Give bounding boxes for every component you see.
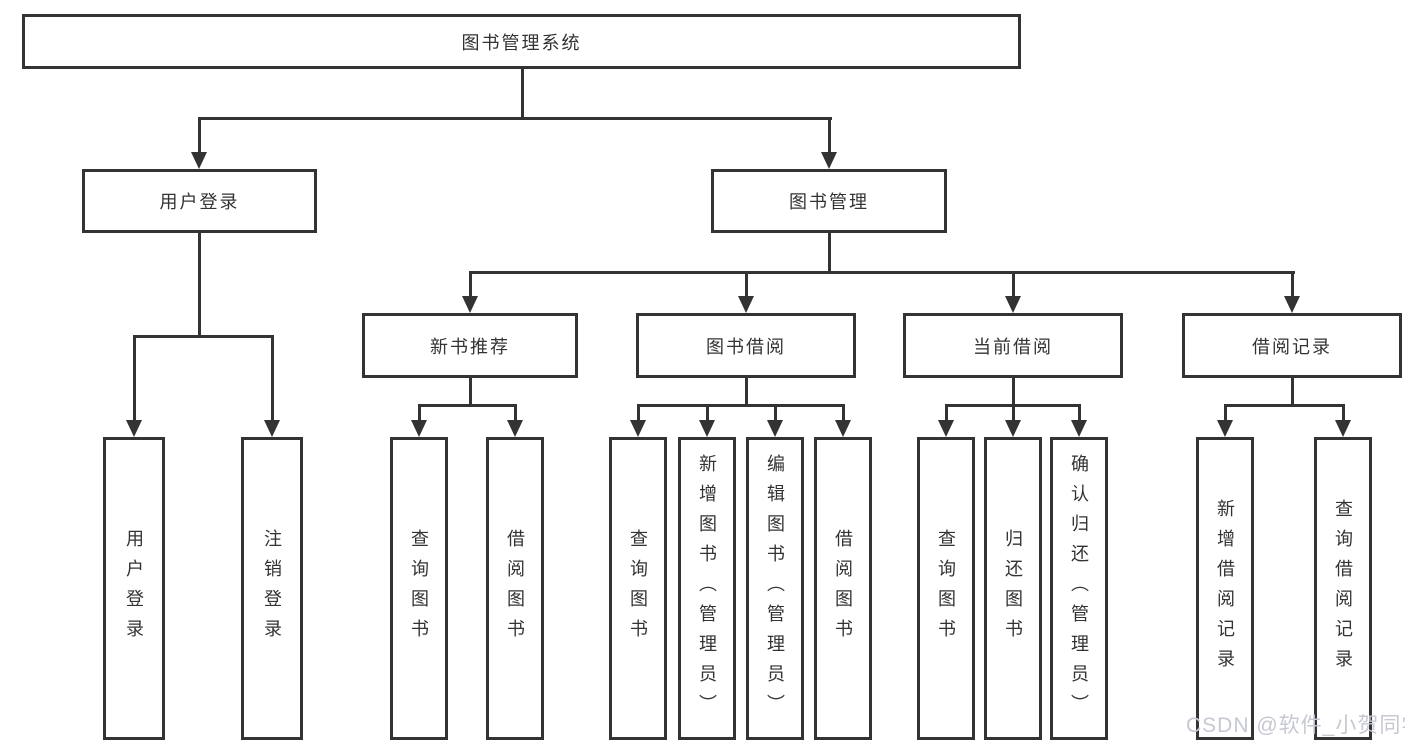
arrow-down-icon bbox=[1284, 296, 1300, 313]
connector-line bbox=[133, 335, 136, 421]
arrow-down-icon bbox=[1005, 296, 1021, 313]
node-label: 图书管理系统 bbox=[461, 32, 582, 53]
arrow-down-icon bbox=[767, 420, 783, 437]
connector-line bbox=[1342, 404, 1345, 421]
arrow-down-icon bbox=[1005, 420, 1021, 437]
node-label: 用户登录 bbox=[159, 192, 240, 212]
node-cb-confirm-return: 确认归还（管理员） bbox=[1050, 437, 1108, 740]
node-label: 查询图书 bbox=[409, 528, 429, 649]
connector-line bbox=[1012, 404, 1015, 421]
connector-line bbox=[1012, 271, 1015, 297]
node-root: 图书管理系统 bbox=[22, 14, 1021, 69]
node-label: 新书推荐 bbox=[430, 336, 510, 357]
node-br-add-record: 新增借阅记录 bbox=[1196, 437, 1254, 740]
connector-line bbox=[828, 233, 831, 274]
connector-line bbox=[1224, 404, 1345, 407]
arrow-down-icon bbox=[126, 420, 142, 437]
connector-line bbox=[271, 335, 274, 421]
connector-line bbox=[745, 378, 748, 407]
node-nbr-query-books: 查询图书 bbox=[390, 437, 448, 740]
connector-line bbox=[1291, 378, 1294, 407]
arrow-down-icon bbox=[630, 420, 646, 437]
connector-line bbox=[418, 404, 517, 407]
node-label: 借阅图书 bbox=[833, 528, 853, 649]
node-label: 编辑图书（管理员） bbox=[765, 453, 785, 724]
node-user-login-leaf: 用户登录 bbox=[103, 437, 165, 740]
node-label: 图书借阅 bbox=[706, 336, 786, 357]
connector-line bbox=[133, 335, 274, 338]
node-bb-add-books: 新增图书（管理员） bbox=[678, 437, 736, 740]
node-logout-leaf: 注销登录 bbox=[241, 437, 303, 740]
connector-line bbox=[1291, 271, 1294, 297]
connector-line bbox=[198, 233, 201, 338]
node-label: 用户登录 bbox=[124, 528, 144, 649]
connector-line bbox=[514, 404, 517, 421]
node-label: 新增借阅记录 bbox=[1215, 498, 1235, 679]
connector-line bbox=[1012, 378, 1015, 407]
connector-line bbox=[637, 404, 640, 421]
connector-line bbox=[706, 404, 709, 421]
node-current-borrow: 当前借阅 bbox=[903, 313, 1123, 378]
arrow-down-icon bbox=[462, 296, 478, 313]
connector-line bbox=[1078, 404, 1081, 421]
connector-line bbox=[842, 404, 845, 421]
connector-line bbox=[469, 271, 1295, 274]
connector-line bbox=[418, 404, 421, 421]
node-label: 查询图书 bbox=[628, 528, 648, 649]
arrow-down-icon bbox=[411, 420, 427, 437]
node-label: 新增图书（管理员） bbox=[697, 453, 717, 724]
node-label: 查询图书 bbox=[936, 528, 956, 649]
node-label: 借阅记录 bbox=[1252, 336, 1332, 357]
node-new-book-rec: 新书推荐 bbox=[362, 313, 578, 378]
arrow-down-icon bbox=[738, 296, 754, 313]
node-book-borrow: 图书借阅 bbox=[636, 313, 856, 378]
node-bb-edit-books: 编辑图书（管理员） bbox=[746, 437, 804, 740]
node-cb-query-books: 查询图书 bbox=[917, 437, 975, 740]
connector-line bbox=[469, 271, 472, 297]
node-label: 注销登录 bbox=[262, 528, 282, 649]
arrow-down-icon bbox=[1335, 420, 1351, 437]
arrow-down-icon bbox=[821, 152, 837, 169]
node-borrow-records: 借阅记录 bbox=[1182, 313, 1402, 378]
node-label: 确认归还（管理员） bbox=[1069, 453, 1089, 724]
arrow-down-icon bbox=[191, 152, 207, 169]
node-user-login: 用户登录 bbox=[82, 169, 317, 233]
node-label: 查询借阅记录 bbox=[1333, 498, 1353, 679]
connector-line bbox=[828, 117, 831, 153]
connector-line bbox=[945, 404, 948, 421]
arrow-down-icon bbox=[699, 420, 715, 437]
arrow-down-icon bbox=[1217, 420, 1233, 437]
connector-line bbox=[745, 271, 748, 297]
arrow-down-icon bbox=[938, 420, 954, 437]
node-book-mgmt: 图书管理 bbox=[711, 169, 947, 233]
node-bb-borrow-books: 借阅图书 bbox=[814, 437, 872, 740]
connector-line bbox=[198, 117, 201, 153]
connector-line bbox=[774, 404, 777, 421]
node-label: 归还图书 bbox=[1003, 528, 1023, 649]
node-bb-query-books: 查询图书 bbox=[609, 437, 667, 740]
node-label: 借阅图书 bbox=[505, 528, 525, 649]
connector-line bbox=[637, 404, 845, 407]
node-label: 图书管理 bbox=[789, 192, 869, 212]
arrow-down-icon bbox=[835, 420, 851, 437]
node-nbr-borrow-books: 借阅图书 bbox=[486, 437, 544, 740]
node-label: 当前借阅 bbox=[973, 336, 1053, 357]
connector-line bbox=[521, 69, 524, 119]
node-br-query-record: 查询借阅记录 bbox=[1314, 437, 1372, 740]
arrow-down-icon bbox=[264, 420, 280, 437]
connector-line bbox=[198, 117, 832, 120]
connector-line bbox=[1224, 404, 1227, 421]
arrow-down-icon bbox=[1071, 420, 1087, 437]
connector-line bbox=[469, 378, 472, 407]
arrow-down-icon bbox=[507, 420, 523, 437]
node-cb-return-books: 归还图书 bbox=[984, 437, 1042, 740]
